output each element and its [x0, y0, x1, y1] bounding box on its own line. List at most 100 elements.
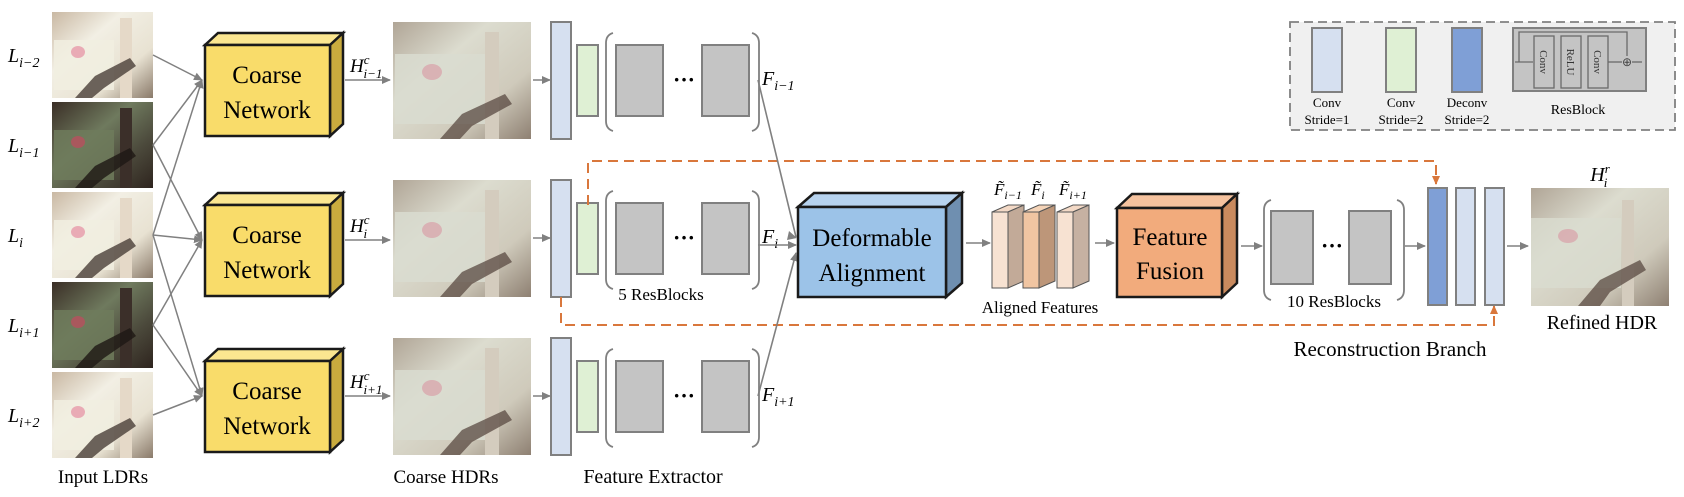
legend-resblock-layer: ReLU — [1564, 49, 1576, 76]
coarse-network-face — [203, 43, 332, 138]
input-arrows — [152, 54, 204, 416]
conv-stride2-layer — [576, 44, 599, 117]
input-arrow — [152, 234, 203, 244]
feature-fusion-face — [1115, 206, 1224, 299]
resblock — [1270, 210, 1314, 285]
right-bracket — [751, 190, 760, 290]
input-arrow — [152, 324, 203, 397]
feature-extractors: ··· Fi−1 ··· Fi ··· Fi+1 — [550, 21, 795, 456]
feature-extractor: ··· Fi+1 — [550, 337, 795, 456]
left-bracket — [1263, 199, 1272, 301]
skip-connection-top — [587, 160, 1440, 205]
feature-fusion-line1: Feature — [1133, 224, 1208, 251]
deformable-alignment-line1: Deformable — [812, 225, 931, 252]
legend-resblock-caption: ResBlock — [1551, 103, 1605, 118]
conv-stride2-layer — [576, 202, 599, 275]
legend-conv-stride1-line2: Stride=1 — [1305, 112, 1350, 127]
input-ldr-image — [52, 192, 153, 278]
coarse-hdr-image — [393, 180, 551, 297]
resblock — [1348, 210, 1392, 285]
legend-deconv-line2: Stride=2 — [1445, 112, 1490, 127]
aligned-feature-label: F̃i+1 — [1058, 180, 1087, 202]
conv-stride1-layer — [550, 337, 572, 456]
coarse-network-line2: Network — [223, 413, 311, 440]
feature-fusion-line2: Fusion — [1136, 258, 1205, 285]
input-frame-label: Li−1 — [7, 135, 39, 161]
feature-output-label: Fi+1 — [761, 384, 795, 410]
resblock — [615, 202, 664, 275]
left-bracket — [605, 190, 614, 290]
sum-icon: ⊕ — [1622, 55, 1632, 69]
deconv-layer — [1427, 187, 1448, 306]
input-arrow — [152, 144, 203, 241]
input-arrow — [152, 79, 203, 146]
coarse-network-line1: Coarse — [232, 62, 301, 89]
conv-stride1-layer — [1484, 187, 1505, 306]
input-arrow — [152, 54, 203, 81]
ellipsis: ··· — [673, 67, 695, 92]
resblock — [615, 360, 664, 433]
legend-conv-stride2-line2: Stride=2 — [1379, 112, 1424, 127]
coarse-network-face — [203, 359, 332, 454]
coarse-hdr-image — [393, 338, 551, 455]
feature-output-label: Fi — [761, 226, 778, 252]
legend: Conv Stride=1 Conv Stride=2 Deconv Strid… — [1289, 21, 1676, 131]
feature-extractor-caption: Feature Extractor — [583, 466, 723, 488]
input-ldr-image — [52, 12, 153, 98]
input-arrow — [152, 234, 204, 397]
legend-conv-stride1-line1: Conv — [1313, 95, 1342, 110]
input-arrow — [152, 239, 203, 326]
ellipsis: ··· — [1321, 233, 1343, 258]
aligned-feature-slab: F̃i — [1022, 180, 1056, 289]
input-frame-label: Li+2 — [7, 405, 39, 431]
legend-conv-stride2-line1: Conv — [1387, 95, 1416, 110]
legend-resblock: Conv ReLU Conv ⊕ ResBlock — [1512, 27, 1647, 118]
legend-resblock-layer: Conv — [1591, 50, 1603, 74]
refined-hdr-caption: Refined HDR — [1547, 312, 1658, 334]
aligned-feature-label: F̃i−1 — [993, 180, 1022, 202]
right-bracket — [1396, 199, 1405, 301]
feature-output-label: Fi−1 — [761, 68, 795, 94]
input-ldr-image — [52, 282, 153, 368]
input-arrow — [152, 79, 204, 236]
coarse-network-face — [203, 203, 332, 298]
coarse-network-line1: Coarse — [232, 378, 301, 405]
resblock — [615, 44, 664, 117]
input-arrow — [152, 395, 203, 416]
ten-resblocks-label: 10 ResBlocks — [1287, 292, 1381, 311]
coarse-hdr-column — [393, 22, 551, 455]
resblock — [701, 360, 750, 433]
reconstruction-branch-caption: Reconstruction Branch — [1293, 337, 1487, 361]
ellipsis: ··· — [673, 225, 695, 250]
left-bracket — [605, 32, 614, 132]
reconstruction-resblocks: ··· 10 ResBlocks — [1263, 199, 1405, 311]
aligned-feature-slab: F̃i−1 — [991, 180, 1025, 289]
deformable-alignment-line2: Alignment — [819, 260, 926, 287]
coarse-hdrs-caption: Coarse HDRs — [393, 467, 498, 488]
resblock — [701, 202, 750, 275]
input-frame-label: Li−2 — [7, 45, 39, 71]
ellipsis: ··· — [673, 383, 695, 408]
five-resblocks-label: 5 ResBlocks — [618, 285, 703, 304]
feature-fusion-block: Feature Fusion — [1113, 191, 1241, 300]
input-frame-label: Li+1 — [7, 315, 39, 341]
coarse-hdr-image — [393, 22, 551, 139]
coarse-network-line2: Network — [223, 97, 311, 124]
deformable-alignment-block: Deformable Alignment — [794, 190, 966, 300]
legend-conv-stride1-swatch — [1311, 27, 1343, 93]
legend-deconv-swatch — [1451, 27, 1483, 93]
conv-stride1-layer — [550, 21, 572, 140]
feature-extractor: ··· Fi — [550, 179, 778, 298]
